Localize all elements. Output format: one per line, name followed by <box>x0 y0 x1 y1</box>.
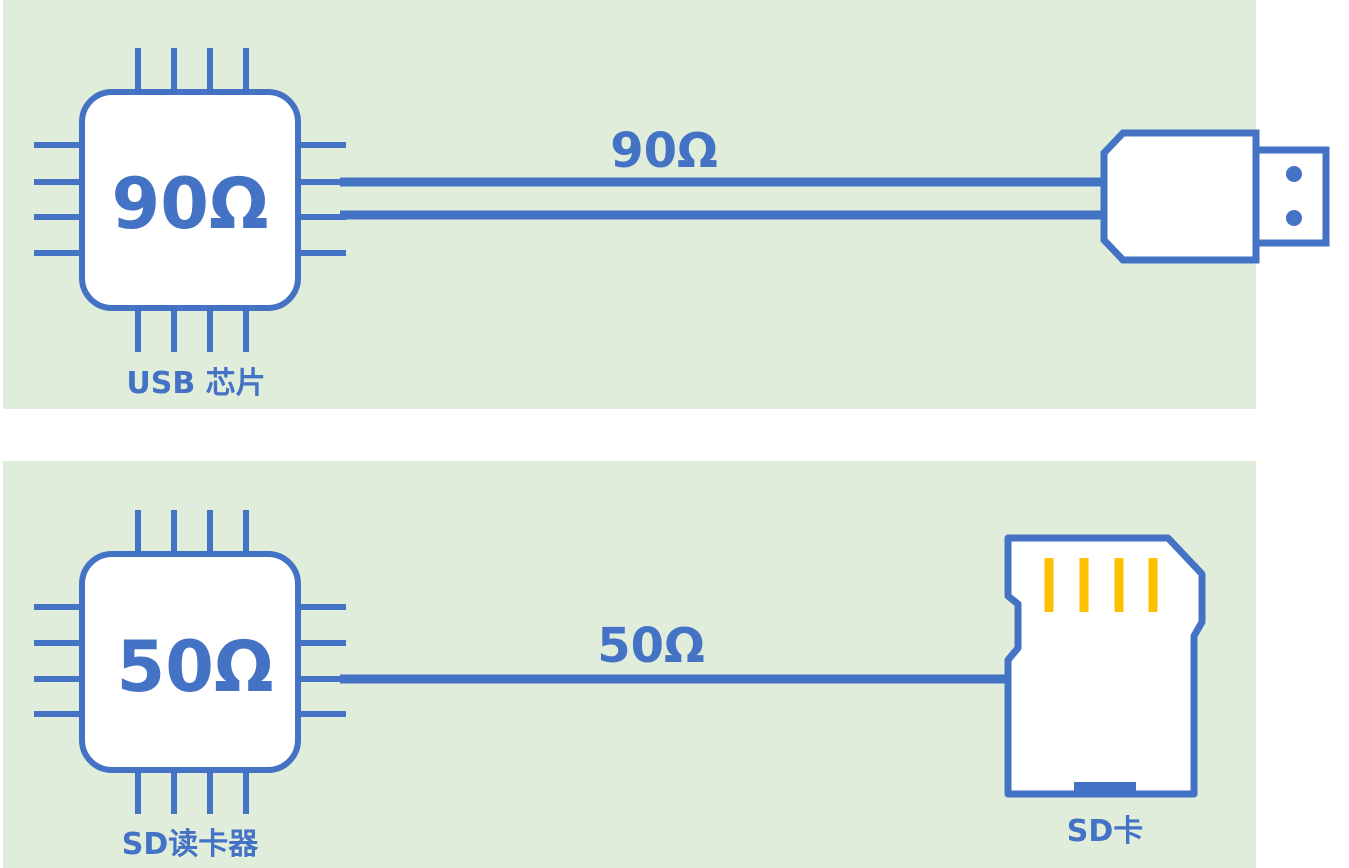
sd-card-contacts <box>1044 558 1158 612</box>
usb-line-impedance-label: 90Ω <box>610 123 718 179</box>
sd-reader-chip-icon <box>34 510 346 814</box>
usb-signal-lines <box>340 177 1106 220</box>
usb-chip-label: USB 芯片 <box>126 366 265 401</box>
sd-line-impedance-label: 50Ω <box>597 618 705 674</box>
usb-chip-value: 90Ω <box>112 163 269 245</box>
usb-chip-icon <box>34 48 346 352</box>
sd-card-icon <box>1004 534 1206 798</box>
sd-reader-chip-label: SD读卡器 <box>122 827 260 862</box>
usb-plug-icon <box>1100 129 1330 264</box>
sd-card-label: SD卡 <box>1067 814 1144 849</box>
sd-reader-chip-value: 50Ω <box>117 626 274 708</box>
